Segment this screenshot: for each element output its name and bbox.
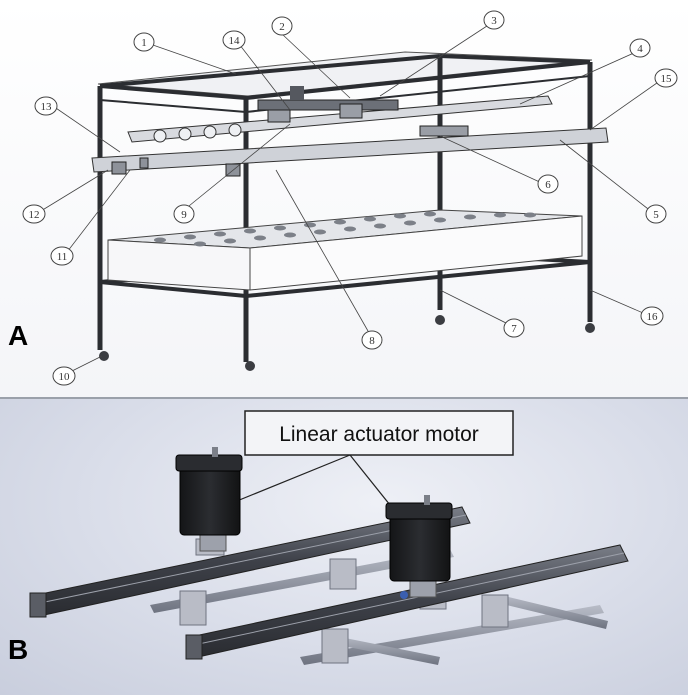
callout-11: 11 [50, 246, 74, 266]
callout-13: 13 [34, 96, 58, 116]
frame-drawing: 1 2 3 4 5 6 7 8 9 10 11 12 13 14 15 16 A [8, 10, 678, 386]
callouts: 1 2 3 4 5 6 7 8 9 10 11 12 13 14 15 16 [22, 10, 678, 386]
svg-text:9: 9 [181, 209, 187, 221]
linear-actuator-motor-right [385, 495, 453, 599]
callout-12: 12 [22, 204, 46, 224]
svg-text:6: 6 [545, 179, 551, 191]
callout-8: 8 [361, 330, 383, 350]
svg-text:5: 5 [653, 209, 659, 221]
svg-text:2: 2 [279, 21, 285, 33]
callout-10: 10 [52, 366, 76, 386]
linear-actuator-motor-left [175, 447, 243, 552]
svg-text:1: 1 [141, 37, 147, 49]
svg-text:11: 11 [57, 251, 68, 263]
callout-4: 4 [629, 38, 651, 58]
svg-text:8: 8 [369, 335, 375, 347]
svg-text:15: 15 [661, 73, 673, 85]
plant-tray-side [249, 215, 583, 291]
callout-14: 14 [222, 30, 246, 50]
motor-label-callout: Linear actuator motor [231, 410, 514, 516]
callout-15: 15 [654, 68, 678, 88]
caster-wheels [99, 315, 595, 371]
callout-2: 2 [271, 16, 293, 36]
callout-9: 9 [173, 204, 195, 224]
callout-5: 5 [645, 204, 667, 224]
svg-text:7: 7 [511, 323, 517, 335]
callout-6: 6 [537, 174, 559, 194]
actuator-drawing: Linear actuator motor [8, 410, 629, 665]
nozzle-pipe [153, 123, 242, 143]
svg-text:3: 3 [491, 15, 497, 27]
top-cover-panel [97, 51, 593, 97]
svg-text:14: 14 [229, 35, 241, 47]
frame-posts [97, 56, 593, 362]
extrusion-rail-back [29, 506, 471, 618]
svg-text:10: 10 [59, 371, 71, 383]
panel-a-letter: A [8, 320, 28, 351]
callout-3: 3 [483, 10, 505, 30]
plant-tray-front [107, 239, 251, 291]
callout-leader-lines [35, 23, 665, 375]
panel-a-machine-frame: 1 2 3 4 5 6 7 8 9 10 11 12 13 14 15 16 A [0, 0, 688, 397]
svg-text:4: 4 [637, 43, 643, 55]
svg-text:13: 13 [41, 101, 53, 113]
callout-16: 16 [640, 306, 664, 326]
svg-text:16: 16 [647, 311, 659, 323]
callout-7: 7 [503, 318, 525, 338]
guide-rods [150, 549, 608, 665]
callout-1: 1 [133, 32, 155, 52]
extrusion-rail-front [185, 544, 629, 660]
motor-label-text: Linear actuator motor [279, 423, 479, 446]
panel-b-actuator-detail: Linear actuator motor [0, 399, 688, 695]
panel-b-letter: B [8, 634, 28, 665]
panel-divider [0, 397, 688, 399]
svg-text:12: 12 [29, 209, 40, 221]
